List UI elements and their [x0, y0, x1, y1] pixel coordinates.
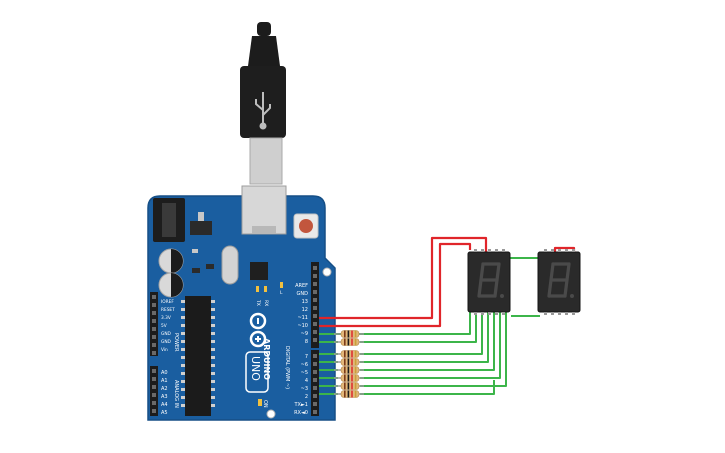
resistor[interactable] [334, 382, 364, 390]
mounting-hole [322, 267, 332, 277]
resistor[interactable] [334, 390, 364, 398]
usb-chip [250, 262, 268, 280]
atmega-microcontroller [185, 296, 211, 416]
green-wire[interactable] [360, 312, 507, 387]
green-wire[interactable] [360, 312, 483, 355]
digital-pin-label: ~9 [301, 331, 308, 337]
power-section-label: POWER [173, 333, 179, 352]
analog-pin-label: A5 [161, 410, 168, 416]
digital-pin-label: ~6 [301, 362, 308, 368]
usb-icon [255, 92, 271, 130]
green-wire[interactable] [360, 312, 477, 343]
smd-component [192, 249, 198, 253]
digital-pin-label: 13 [302, 299, 308, 305]
analog-pin-label: A0 [161, 370, 168, 376]
digital-pin-label: 8 [305, 339, 308, 345]
crystal-oscillator [221, 245, 239, 285]
digital-pin-label: TX►1 [293, 402, 308, 408]
power-pin-label: GND [161, 331, 172, 337]
red-wires[interactable] [319, 236, 576, 328]
red-wire-pin10-stub [319, 246, 485, 326]
smd-component [206, 264, 214, 269]
digital-pin-label: GND [297, 291, 309, 297]
resistor[interactable] [334, 330, 364, 338]
resistor[interactable] [334, 366, 364, 374]
arduino-logo-icon [249, 312, 267, 330]
power-pin-labels: IOREF RESET 3.3V 5V GND GND Vin [161, 299, 175, 353]
analog-header[interactable] [150, 366, 158, 416]
seven-segment-displays[interactable]: 8. 8. [467, 249, 581, 315]
arduino-logo-group: ARDUINO UNO [245, 312, 271, 393]
analog-pin-label: A3 [161, 394, 168, 400]
digital-pin-label: AREF [295, 283, 308, 289]
status-leds: TX RX L [255, 282, 283, 306]
red-wire-pin11[interactable] [319, 236, 488, 320]
usb-cable-boot [248, 36, 280, 66]
power-pin-label: RESET [161, 307, 175, 313]
rx-label: RX [263, 300, 269, 306]
smd-component [192, 268, 200, 273]
analog-section-label: ANALOG IN [173, 380, 179, 408]
dc-jack-inner [162, 203, 176, 237]
analog-pin-labels: A0 A1 A2 A3 A4 A5 [161, 370, 168, 416]
power-led [258, 399, 262, 406]
on-label: ON [262, 400, 268, 408]
digital-pin-labels-bottom: 7 ~6 ~5 4 ~3 2 TX►1 RX◄0 [293, 354, 308, 416]
resistor[interactable] [334, 350, 364, 358]
resistor[interactable] [334, 358, 364, 366]
digital-pin-label: RX◄0 [294, 410, 308, 416]
digital-pin-label: 4 [305, 378, 308, 384]
seven-segment-display[interactable]: 8. [537, 249, 581, 315]
green-wire[interactable] [319, 312, 471, 335]
arduino-uno-board[interactable]: TX RX L A [147, 185, 336, 421]
analog-pin-label: A1 [161, 378, 168, 384]
resistor-array[interactable] [334, 330, 364, 398]
digital-pin-label: ~3 [301, 386, 308, 392]
brand-label: ARDUINO [262, 338, 271, 380]
digital-header-bottom[interactable] [311, 350, 319, 416]
capacitor [158, 272, 184, 298]
green-wires[interactable] [319, 257, 540, 395]
green-wire[interactable] [360, 312, 501, 379]
chip-pins [181, 300, 215, 407]
analog-pin-label: A4 [161, 402, 168, 408]
regulator-tab [198, 212, 204, 221]
usb-cable[interactable] [240, 22, 286, 185]
voltage-regulator [190, 221, 212, 235]
digital-pin-label: ~5 [301, 370, 308, 376]
model-frame [245, 351, 269, 393]
digital-pin-label: 12 [302, 307, 308, 313]
digital-pin-label: 2 [305, 394, 308, 400]
reset-button-cap [299, 219, 313, 233]
usb-cable-strain-relief [257, 22, 271, 36]
green-wire[interactable] [360, 312, 489, 363]
digital-pin-label: ~10 [297, 323, 308, 329]
analog-pin-label: A2 [161, 386, 168, 392]
green-wire[interactable] [360, 312, 495, 371]
red-wire-pin10[interactable] [319, 242, 472, 328]
power-pin-label: 5V [161, 323, 167, 329]
capacitor [158, 248, 184, 274]
digital-pin-labels-top: AREF GND 13 12 ~11 ~10 ~9 8 [295, 283, 308, 345]
resistor[interactable] [334, 338, 364, 346]
tx-label: TX [255, 299, 261, 306]
model-label: UNO [249, 356, 262, 381]
resistor[interactable] [334, 374, 364, 382]
green-wire[interactable] [360, 380, 495, 395]
seven-segment-display[interactable]: 8. [467, 249, 511, 315]
l-led-label: L [280, 290, 283, 296]
power-pin-label: 3.3V [161, 315, 171, 321]
power-pin-label: Vin [161, 347, 168, 353]
digital-pin-label: 7 [305, 354, 308, 360]
digital-pin-label: ~11 [297, 315, 308, 321]
digital-section-label: DIGITAL (PWM ~) [284, 346, 290, 389]
digital-header-top[interactable] [311, 262, 319, 348]
power-pin-label: GND [161, 339, 172, 345]
power-header[interactable] [150, 292, 158, 356]
power-pin-label: IOREF [161, 299, 174, 305]
usb-plug-metal [249, 137, 283, 185]
mounting-hole [266, 409, 276, 419]
usb-b-port-lip [252, 226, 276, 234]
